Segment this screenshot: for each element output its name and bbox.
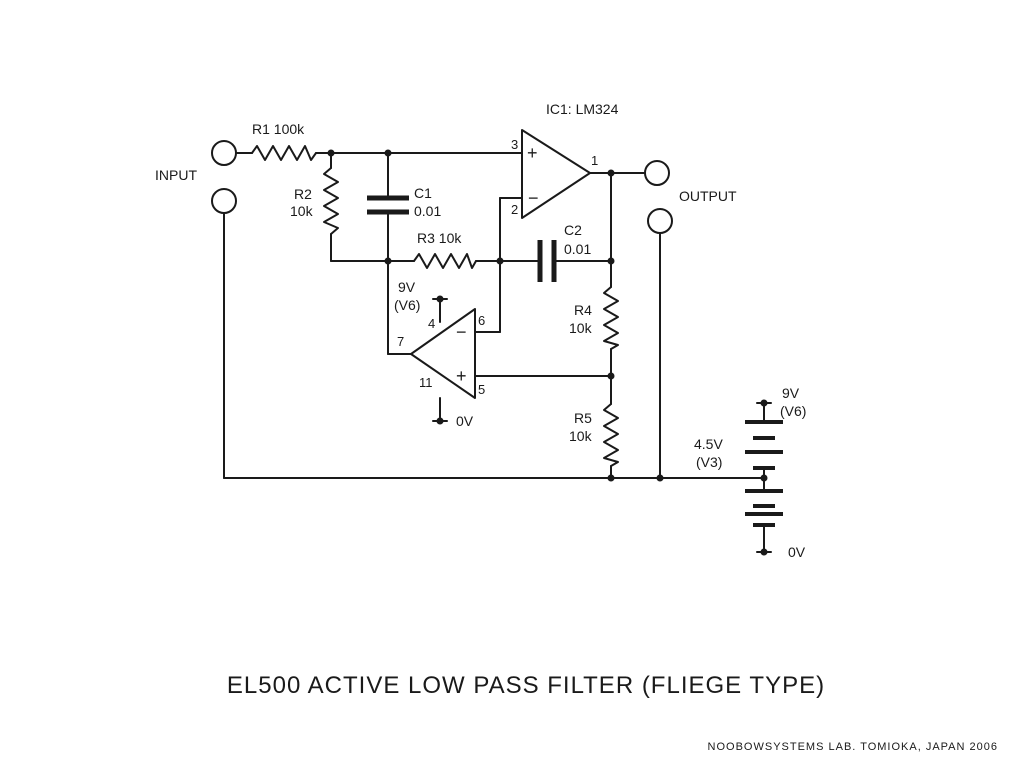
opamp-u1 <box>521 129 591 219</box>
u2-minus-sign: − <box>456 322 467 342</box>
u2-plus-sign: + <box>456 366 467 386</box>
battery-bottom-label: 0V <box>788 544 806 560</box>
r2-name-label: R2 <box>294 186 312 202</box>
capacitor-c2 <box>537 240 557 282</box>
pin-u2-gnd: 11 <box>419 375 433 390</box>
opamp-supply-node-label: (V6) <box>394 297 420 313</box>
output-terminal-signal[interactable] <box>644 160 670 186</box>
battery-top-node-label: (V6) <box>780 403 806 419</box>
ic1-label: IC1: LM324 <box>546 101 619 117</box>
r5-value-label: 10k <box>569 428 593 444</box>
pin-u2-inv: 6 <box>478 313 485 328</box>
opamp-u2 <box>410 308 476 399</box>
opamp-ground-label: 0V <box>456 413 474 429</box>
resistor-r2 <box>323 167 339 235</box>
wires <box>223 152 765 553</box>
supply-arrows <box>432 298 772 553</box>
u1-plus-sign: + <box>527 143 538 163</box>
pin-u1-out: 1 <box>591 153 598 168</box>
input-label: INPUT <box>155 167 197 183</box>
r4-value-label: 10k <box>569 320 593 336</box>
pin-u2-vcc: 4 <box>428 316 435 331</box>
input-terminal-ground[interactable] <box>211 188 237 214</box>
pin-u2-out: 7 <box>397 334 404 349</box>
credit-line: NOOBOWSYSTEMS LAB. TOMIOKA, JAPAN 2006 <box>708 741 998 753</box>
r5-name-label: R5 <box>574 410 592 426</box>
output-terminal-ground[interactable] <box>647 208 673 234</box>
input-terminal-signal[interactable] <box>211 140 237 166</box>
r2-value-label: 10k <box>290 203 314 219</box>
battery-mid-voltage-label: 4.5V <box>694 436 723 452</box>
diagram-title: EL500 ACTIVE LOW PASS FILTER (FLIEGE TYP… <box>227 672 825 699</box>
r3-label: R3 10k <box>417 230 462 246</box>
output-label: OUTPUT <box>679 188 737 204</box>
r4-name-label: R4 <box>574 302 592 318</box>
capacitor-c1 <box>367 195 409 215</box>
resistor-r4 <box>603 286 619 350</box>
c2-name-label: C2 <box>564 222 582 238</box>
c1-value-label: 0.01 <box>414 203 441 219</box>
r1-label: R1 100k <box>252 121 305 137</box>
u1-minus-sign: − <box>528 188 539 208</box>
c2-value-label: 0.01 <box>564 241 591 257</box>
resistor-r1 <box>251 145 317 161</box>
pin-u1-minus: 2 <box>511 202 518 217</box>
resistor-r3 <box>413 253 477 269</box>
battery-mid-node-label: (V3) <box>696 454 722 470</box>
pin-u1-plus: 3 <box>511 137 518 152</box>
battery-top-voltage-label: 9V <box>782 385 800 401</box>
resistor-r5 <box>603 403 619 467</box>
c1-name-label: C1 <box>414 185 432 201</box>
pin-u2-noninv: 5 <box>478 382 485 397</box>
opamp-supply-voltage-label: 9V <box>398 279 416 295</box>
battery <box>745 420 783 527</box>
